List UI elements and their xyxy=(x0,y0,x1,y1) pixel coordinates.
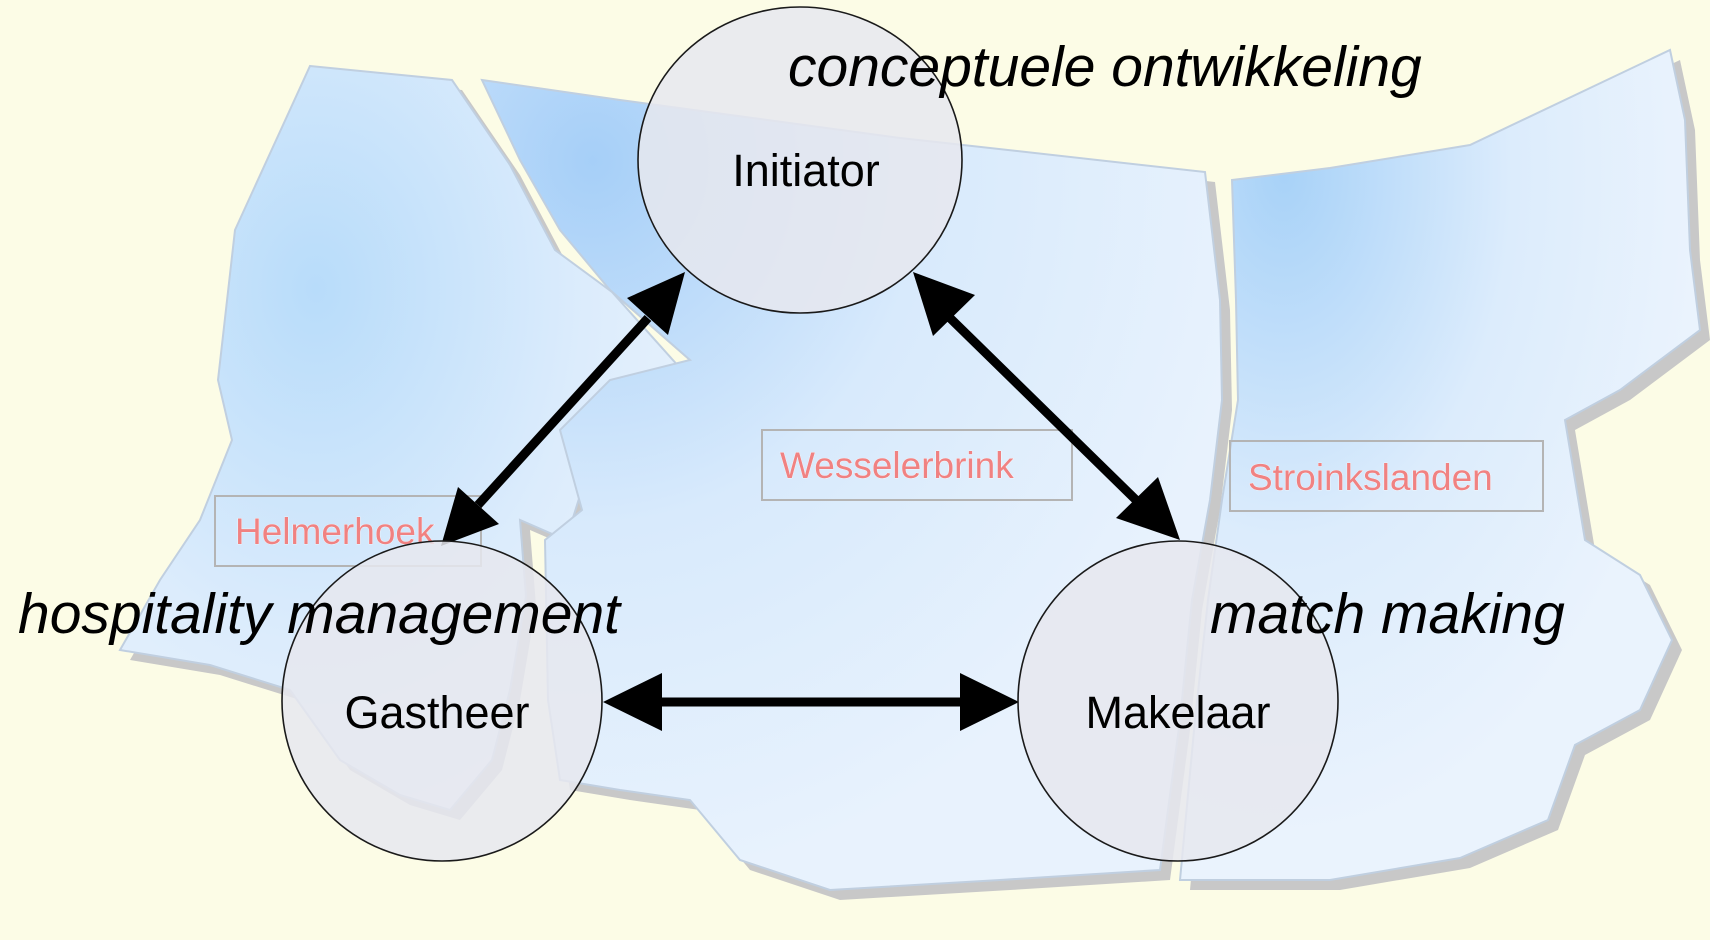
role-captions: conceptuele ontwikkeling hospitality man… xyxy=(18,35,1565,646)
region-box-wesselerbrink xyxy=(761,429,1073,501)
node-label-makelaar: Makelaar xyxy=(1085,687,1270,738)
region-box-helmerhoek xyxy=(214,495,482,567)
arrows xyxy=(441,272,1180,731)
role-gastheer: hospitality management xyxy=(18,582,622,646)
role-initiator: conceptuele ontwikkeling xyxy=(788,35,1422,99)
node-initiator[interactable]: Initiator xyxy=(637,6,963,314)
role-makelaar: match making xyxy=(1210,582,1565,646)
region-labels: Helmerhoek Wesselerbrink Stroinkslanden xyxy=(214,429,1544,567)
region-label-helmerhoek: Helmerhoek xyxy=(235,511,435,552)
node-circle-makelaar xyxy=(1017,540,1339,862)
arrow-gastheer-makelaar xyxy=(603,673,1019,731)
node-circle-initiator xyxy=(637,6,963,314)
node-label-gastheer: Gastheer xyxy=(344,687,529,738)
node-circle-gastheer xyxy=(281,540,603,862)
arrow-initiator-gastheer xyxy=(441,272,685,546)
region-box-stroinkslanden xyxy=(1229,440,1544,512)
arrow-initiator-makelaar xyxy=(913,272,1180,540)
node-gastheer[interactable]: Gastheer xyxy=(281,540,603,862)
region-label-wesselerbrink: Wesselerbrink xyxy=(780,445,1014,486)
region-label-stroinkslanden: Stroinkslanden xyxy=(1248,457,1493,498)
node-label-initiator: Initiator xyxy=(732,145,880,196)
node-makelaar[interactable]: Makelaar xyxy=(1017,540,1339,862)
